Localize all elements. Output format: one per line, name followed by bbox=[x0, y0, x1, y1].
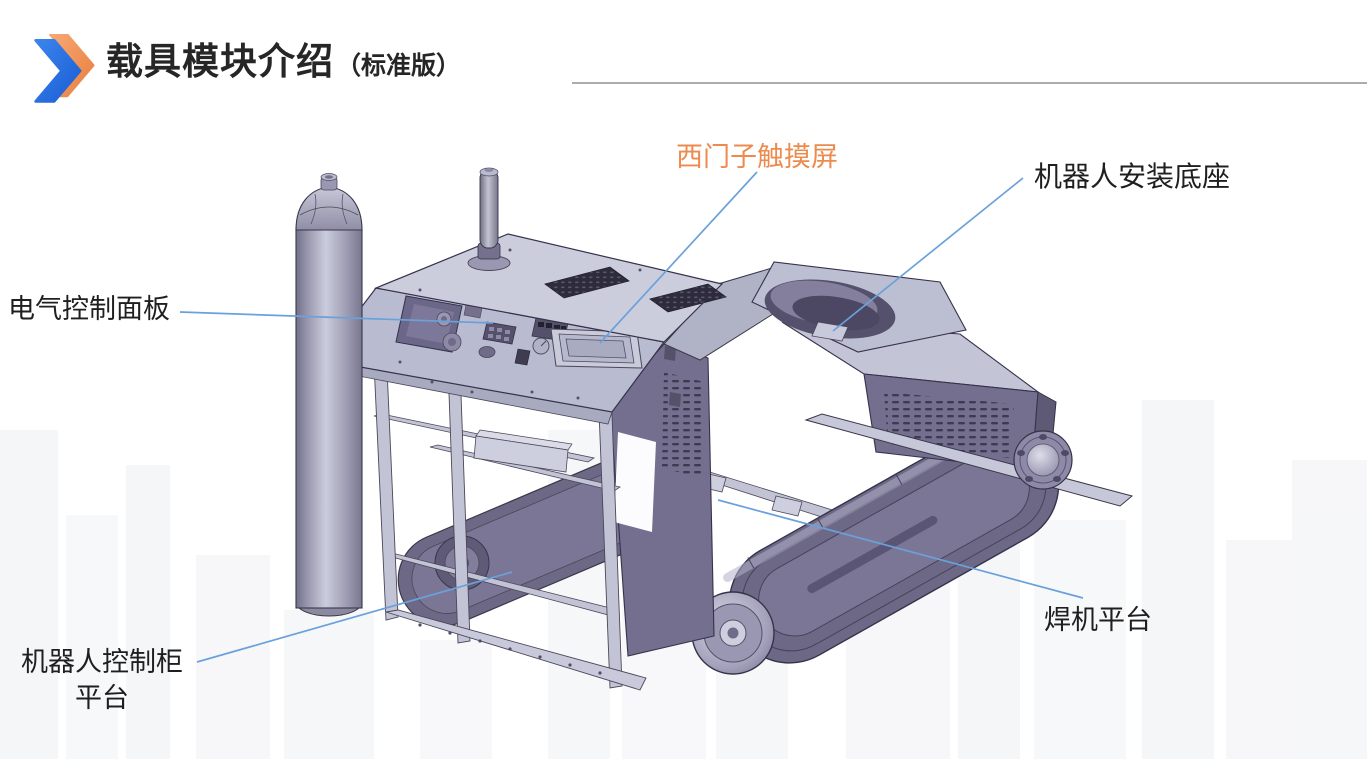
leader-line-robot-base bbox=[832, 177, 1024, 332]
vent-grille bbox=[649, 283, 727, 313]
leader-line-cabinet-platform bbox=[196, 571, 513, 663]
page-title: 载具模块介绍 （标准版） bbox=[106, 40, 461, 84]
slide-header: 载具模块介绍 （标准版） bbox=[0, 0, 1367, 110]
page-title-text: 载具模块介绍 bbox=[106, 41, 334, 82]
track-rear-sprocket bbox=[1013, 430, 1073, 490]
vent-grille bbox=[544, 266, 630, 299]
label-welder-platform: 焊机平台 bbox=[1044, 605, 1152, 635]
label-touchscreen: 西门子触摸屏 bbox=[676, 142, 838, 172]
touchscreen-panel bbox=[550, 328, 643, 369]
gas-cylinder bbox=[295, 173, 363, 617]
label-electrical-control-panel: 电气控制面板 bbox=[8, 294, 170, 324]
robot-mount-opening bbox=[751, 261, 967, 353]
leader-line-touchscreen bbox=[599, 171, 758, 344]
leader-line-electric-panel bbox=[179, 311, 494, 324]
signal-handle bbox=[467, 167, 511, 271]
double-chevron-right-icon bbox=[34, 34, 95, 103]
label-robot-cabinet-platform: 机器人控制柜 平台 bbox=[6, 644, 198, 716]
control-console bbox=[316, 167, 727, 425]
console-top-surface bbox=[373, 233, 724, 343]
frame-platform bbox=[370, 298, 647, 691]
track-front-wheel bbox=[691, 591, 775, 675]
label-robot-cabinet-platform-line2: 平台 bbox=[75, 683, 129, 713]
mid-body bbox=[609, 267, 793, 657]
header-divider-line bbox=[572, 82, 1367, 84]
page-title-suffix: （标准版） bbox=[336, 52, 462, 80]
label-robot-cabinet-platform-line1: 机器人控制柜 bbox=[21, 647, 183, 677]
label-robot-mount-base: 机器人安装底座 bbox=[1034, 161, 1231, 192]
leader-line-welder-platform bbox=[717, 499, 1084, 599]
city-skyline-watermark bbox=[0, 400, 1367, 759]
